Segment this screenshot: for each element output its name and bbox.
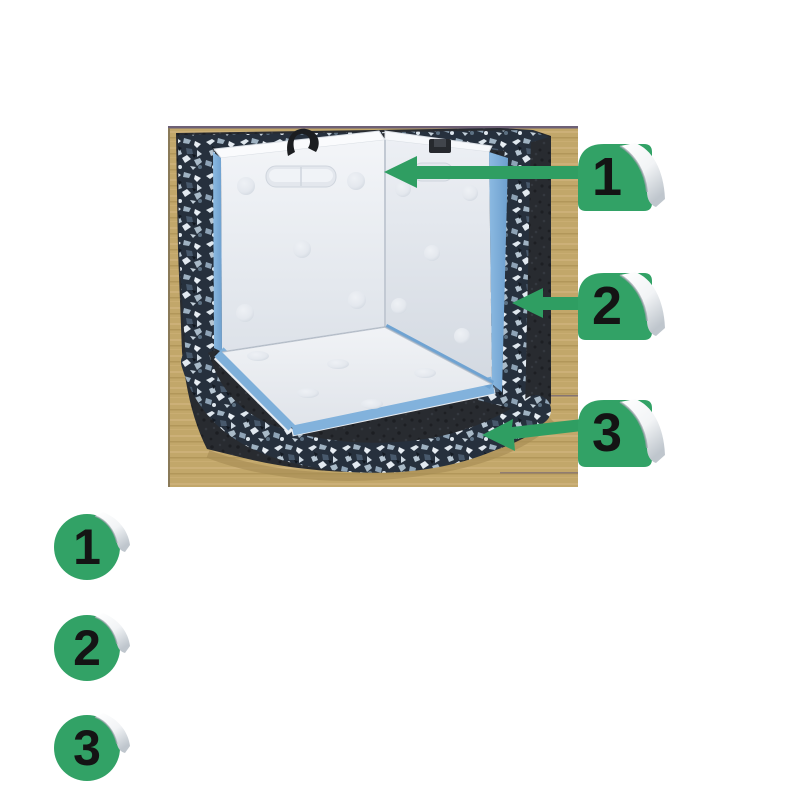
- page-curl-icon: [620, 272, 665, 336]
- legend-number-1: 1: [73, 519, 101, 575]
- page-curl-icon: [95, 713, 130, 753]
- callout-arrow-1 arrow-left-icon: [384, 156, 580, 188]
- legend-badges: [54, 512, 130, 781]
- page-curl-icon: [620, 143, 665, 207]
- callout-number-2: 2: [591, 276, 623, 336]
- callout-badge-1: [578, 143, 665, 211]
- callout-arrow-3 arrow-left-icon: [482, 419, 582, 451]
- base-shadow: [206, 417, 555, 481]
- callout-badge-3: [578, 399, 665, 467]
- page-curl-icon: [95, 512, 130, 552]
- mounting-hook: [287, 128, 319, 156]
- page-curl-icon: [620, 399, 665, 463]
- legend-number-3: 3: [73, 720, 101, 776]
- panel-clip: [429, 139, 451, 153]
- legend-badge-3: [54, 713, 130, 781]
- legend-number-2: 2: [73, 620, 101, 676]
- legend-badge-2: [54, 613, 130, 681]
- panel-walls: [221, 140, 492, 384]
- callout-number-1: 1: [591, 147, 623, 207]
- page-curl-icon: [95, 613, 130, 653]
- panel-floor: [221, 326, 493, 425]
- legend-badge-1: [54, 512, 130, 580]
- callout-arrow-2 arrow-left-icon: [512, 288, 582, 318]
- liner-wall-edges: [213, 152, 508, 392]
- callout-badges: [578, 143, 665, 467]
- callout-badge-2: [578, 272, 665, 340]
- panel-right-wall: [385, 140, 492, 384]
- panel-dimples: [236, 172, 478, 409]
- callout-number-3: 3: [591, 403, 623, 463]
